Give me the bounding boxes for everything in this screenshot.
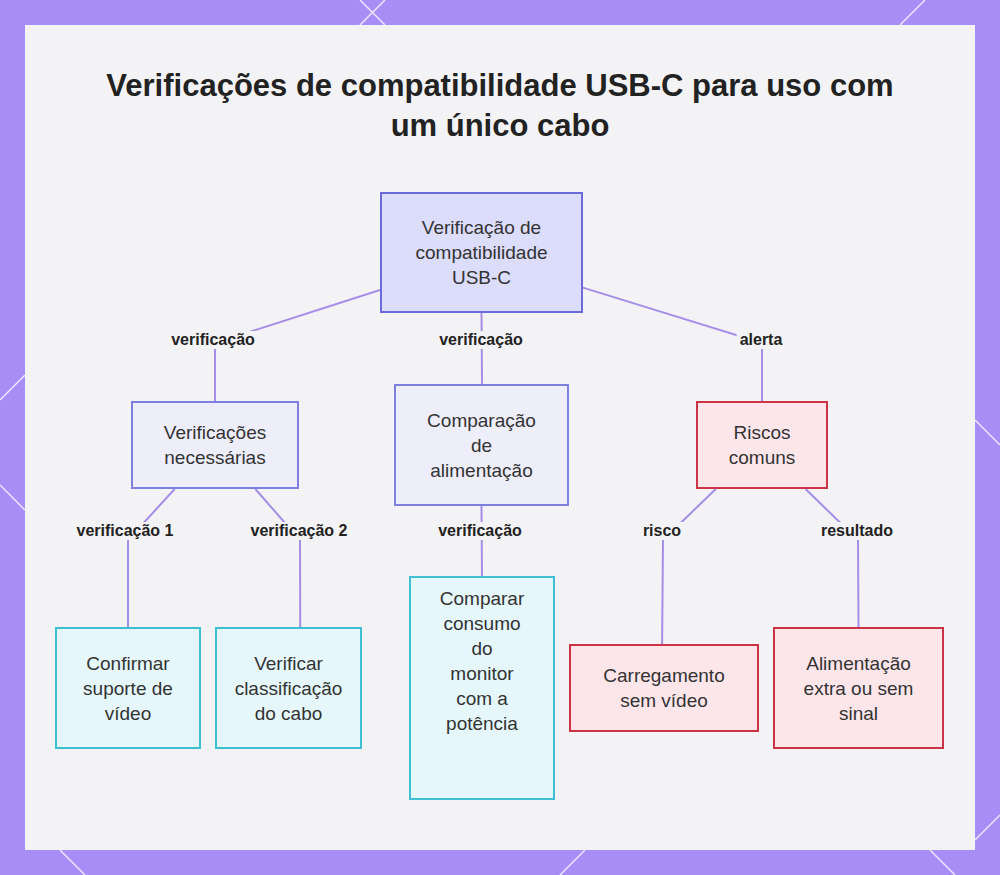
connector-line [662,489,716,644]
box-text: Verificação de compatibilidade USB-C [402,215,561,290]
edge-label: risco [640,522,684,540]
edge-label: verificação [435,522,525,540]
process-box: Verificações necessárias [131,401,299,489]
connector-line [806,489,859,627]
process-box: Comparar consumo do monitor com a potênc… [409,576,555,800]
edge-label: verificação [436,331,526,349]
connector-line [128,489,175,627]
edge-label: verificação 1 [74,522,177,540]
edge-label: verificação [168,331,258,349]
box-text: Alimentação extra ou sem sinal [793,651,924,726]
box-text: Confirmar suporte de vídeo [71,651,185,726]
process-box: Carregamento sem vídeo [569,644,759,732]
process-box: Verificar classificação do cabo [215,627,362,749]
edge-label: resultado [818,522,896,540]
box-text: Riscos comuns [720,420,804,470]
connector-line [481,506,484,576]
diagram-title: Verificações de compatibilidade USB-C pa… [100,66,900,146]
box-text: Comparação de alimentação [423,408,540,483]
process-box: Alimentação extra ou sem sinal [773,627,944,749]
process-box: Comparação de alimentação [394,384,569,506]
edge-label: verificação 2 [248,522,351,540]
connector-line [583,288,762,401]
box-text: Verificações necessárias [149,420,281,470]
box-text: Carregamento sem vídeo [587,663,741,713]
box-text: Comparar consumo do monitor com a potênc… [440,586,524,736]
process-box: Confirmar suporte de vídeo [55,627,201,749]
process-box: Verificação de compatibilidade USB-C [380,192,583,313]
process-box: Riscos comuns [696,401,828,489]
box-text: Verificar classificação do cabo [231,651,346,726]
edge-label: alerta [737,331,786,349]
connector-line [255,489,300,627]
